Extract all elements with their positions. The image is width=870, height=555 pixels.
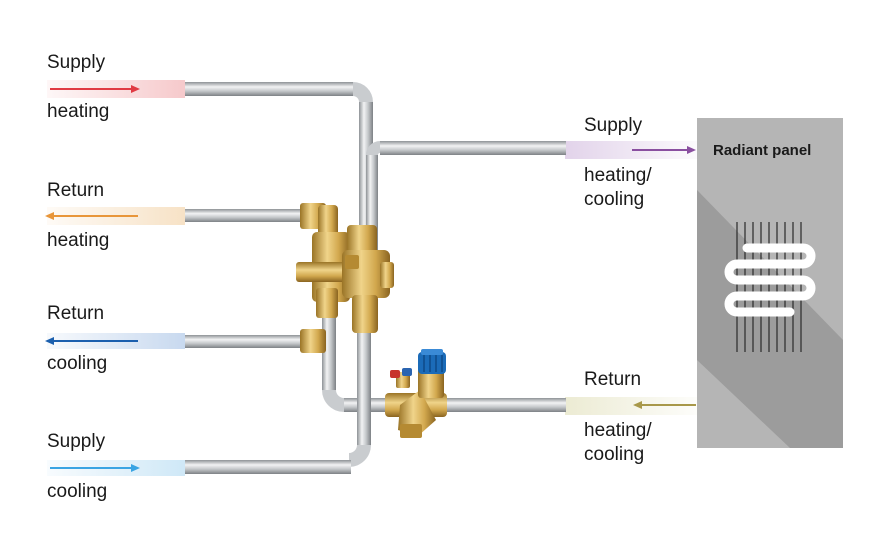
panel-return-label-bottom: heating/ cooling bbox=[584, 420, 652, 465]
serpentine-coil bbox=[724, 243, 816, 317]
panel-supply-band bbox=[565, 141, 697, 159]
balancing-valve bbox=[385, 349, 447, 438]
return-heating-label-top: Return bbox=[47, 180, 105, 201]
panel-supply-label-bottom: heating/ cooling bbox=[584, 165, 652, 210]
supply-cooling-label-bottom: cooling bbox=[47, 481, 108, 502]
panel-return-band bbox=[565, 397, 697, 415]
radiant-panel bbox=[697, 118, 843, 448]
panel-return-arrow bbox=[633, 401, 642, 409]
return-heating-label-bottom: heating bbox=[47, 230, 110, 251]
return-cooling-label-top: Return bbox=[47, 303, 105, 324]
panel-shadow bbox=[697, 190, 843, 448]
valve-manifold bbox=[296, 203, 394, 353]
supply-heating-arrow bbox=[131, 85, 140, 93]
panel-return-label-top: Return bbox=[584, 369, 642, 390]
radiant-panel-title: Radiant panel bbox=[713, 142, 812, 159]
panel-supply-label-top: Supply bbox=[584, 115, 643, 136]
return-cooling-label-bottom: cooling bbox=[47, 353, 108, 374]
supply-heating-label-top: Supply bbox=[47, 52, 106, 73]
flow-arrows bbox=[45, 85, 696, 472]
supply-cooling-label-top: Supply bbox=[47, 431, 106, 452]
return-cooling-arrow bbox=[45, 337, 54, 345]
panel-supply-arrow bbox=[687, 146, 696, 154]
supply-cooling-arrow bbox=[131, 464, 140, 472]
supply-heating-label-bottom: heating bbox=[47, 101, 110, 122]
return-heating-arrow bbox=[45, 212, 54, 220]
